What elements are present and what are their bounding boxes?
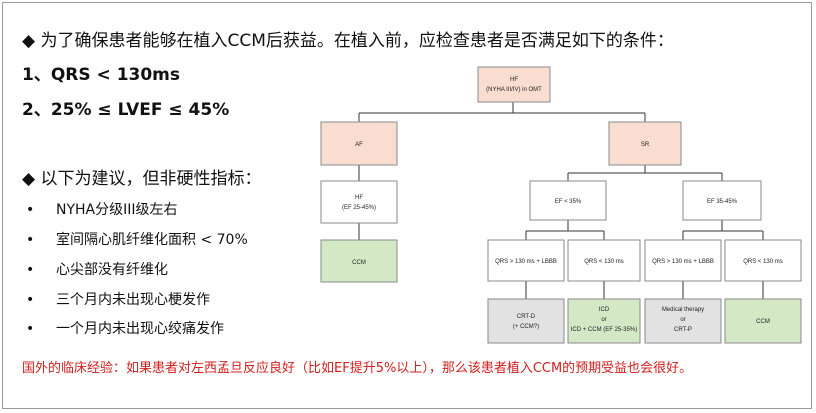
- bullet-text: 一个月内未出现心绞痛发作: [56, 321, 224, 337]
- ef-mid-label: EF 35-45%: [707, 199, 738, 205]
- ef-low-label: EF < 35%: [555, 199, 582, 205]
- outcome-crt-d-box: [487, 298, 565, 344]
- outcome-medical-box: [644, 298, 722, 344]
- qrs-wide-box-2: [644, 239, 722, 282]
- sr-box: [608, 121, 682, 166]
- bullet-item: • NYHA分级III级左右: [26, 199, 178, 219]
- bullet-dot-icon: •: [26, 321, 35, 337]
- bullet-text: NYHA分级III级左右: [56, 202, 178, 218]
- bullet-text: 室间隔心肌纤维化面积 < 70%: [56, 232, 248, 248]
- outcome-icd-ccm-label: ICD + CCM (EF 25-35%): [571, 327, 638, 333]
- outcome-icd-or: or: [601, 317, 606, 323]
- af-label: AF: [355, 142, 363, 148]
- outcome-icd-label: ICD: [599, 307, 610, 313]
- outcome-medical-label: Medical therapy: [662, 307, 704, 313]
- clinical-note: 国外的临床经验：如果患者对左西孟旦反应良好（比如EF提升5%以上），那么该患者植…: [22, 361, 693, 376]
- qrs-narrow-box-2: [724, 239, 802, 282]
- bullet-dot-icon: •: [26, 202, 35, 218]
- root-hf-sublabel: (NYHA III/IV) in OMT: [486, 87, 542, 93]
- ef-low-box: [529, 180, 607, 221]
- outcome-icd-box: [567, 298, 641, 344]
- bullet-dot-icon: •: [26, 262, 35, 278]
- outcome-crt-p-label: CRT-P: [674, 327, 692, 333]
- outcome-ccm-label: CCM: [756, 319, 770, 325]
- criterion-lvef: 2、25% ≤ LVEF ≤ 45%: [22, 100, 230, 120]
- bullet-dot-icon: •: [26, 292, 35, 308]
- bullet-item: • 室间隔心肌纤维化面积 < 70%: [26, 229, 248, 249]
- qrs-narrow-label-1: QRS < 130 ms: [584, 259, 624, 265]
- bullet-dot-icon: •: [26, 232, 35, 248]
- recommendation-heading: ◆ 以下为建议，但非硬性指标：: [22, 169, 262, 189]
- af-ccm-box: [320, 239, 398, 283]
- outcome-ccm-box: [724, 298, 802, 344]
- qrs-wide-label-1: QRS > 130 ms + LBBB: [495, 259, 557, 265]
- af-ccm-label: CCM: [352, 260, 366, 266]
- criterion-qrs: 1、QRS < 130ms: [22, 65, 181, 85]
- af-hf-box: [320, 180, 398, 224]
- outcome-crt-d-label: CRT-D: [517, 314, 536, 320]
- outcome-medical-or: or: [680, 317, 685, 323]
- af-hf-label: HF: [355, 195, 363, 201]
- qrs-wide-box-1: [487, 239, 565, 282]
- bullet-text: 三个月内未出现心梗发作: [56, 292, 210, 308]
- af-hf-sublabel: (EF 25-45%): [342, 205, 376, 211]
- connector-lines: [358, 102, 764, 299]
- qrs-narrow-box-1: [567, 239, 641, 282]
- ef-mid-box: [682, 180, 762, 221]
- sr-label: SR: [641, 142, 650, 148]
- bullet-item: • 一个月内未出现心绞痛发作: [26, 318, 224, 338]
- root-hf-label: HF: [510, 77, 518, 83]
- qrs-narrow-label-2: QRS < 130 ms: [743, 259, 783, 265]
- intro-text: ◆ 为了确保患者能够在植入CCM后获益。在植入前，应检查患者是否满足如下的条件：: [22, 31, 674, 51]
- qrs-wide-label-2: QRS > 130 ms + LBBB: [652, 259, 714, 265]
- af-box: [320, 121, 398, 166]
- outcome-crt-d-sublabel: (+ CCM?): [513, 324, 539, 330]
- bullet-item: • 三个月内未出现心梗发作: [26, 289, 210, 309]
- bullet-item: • 心尖部没有纤维化: [26, 259, 168, 279]
- root-hf-box: [477, 66, 551, 103]
- bullet-text: 心尖部没有纤维化: [56, 262, 168, 278]
